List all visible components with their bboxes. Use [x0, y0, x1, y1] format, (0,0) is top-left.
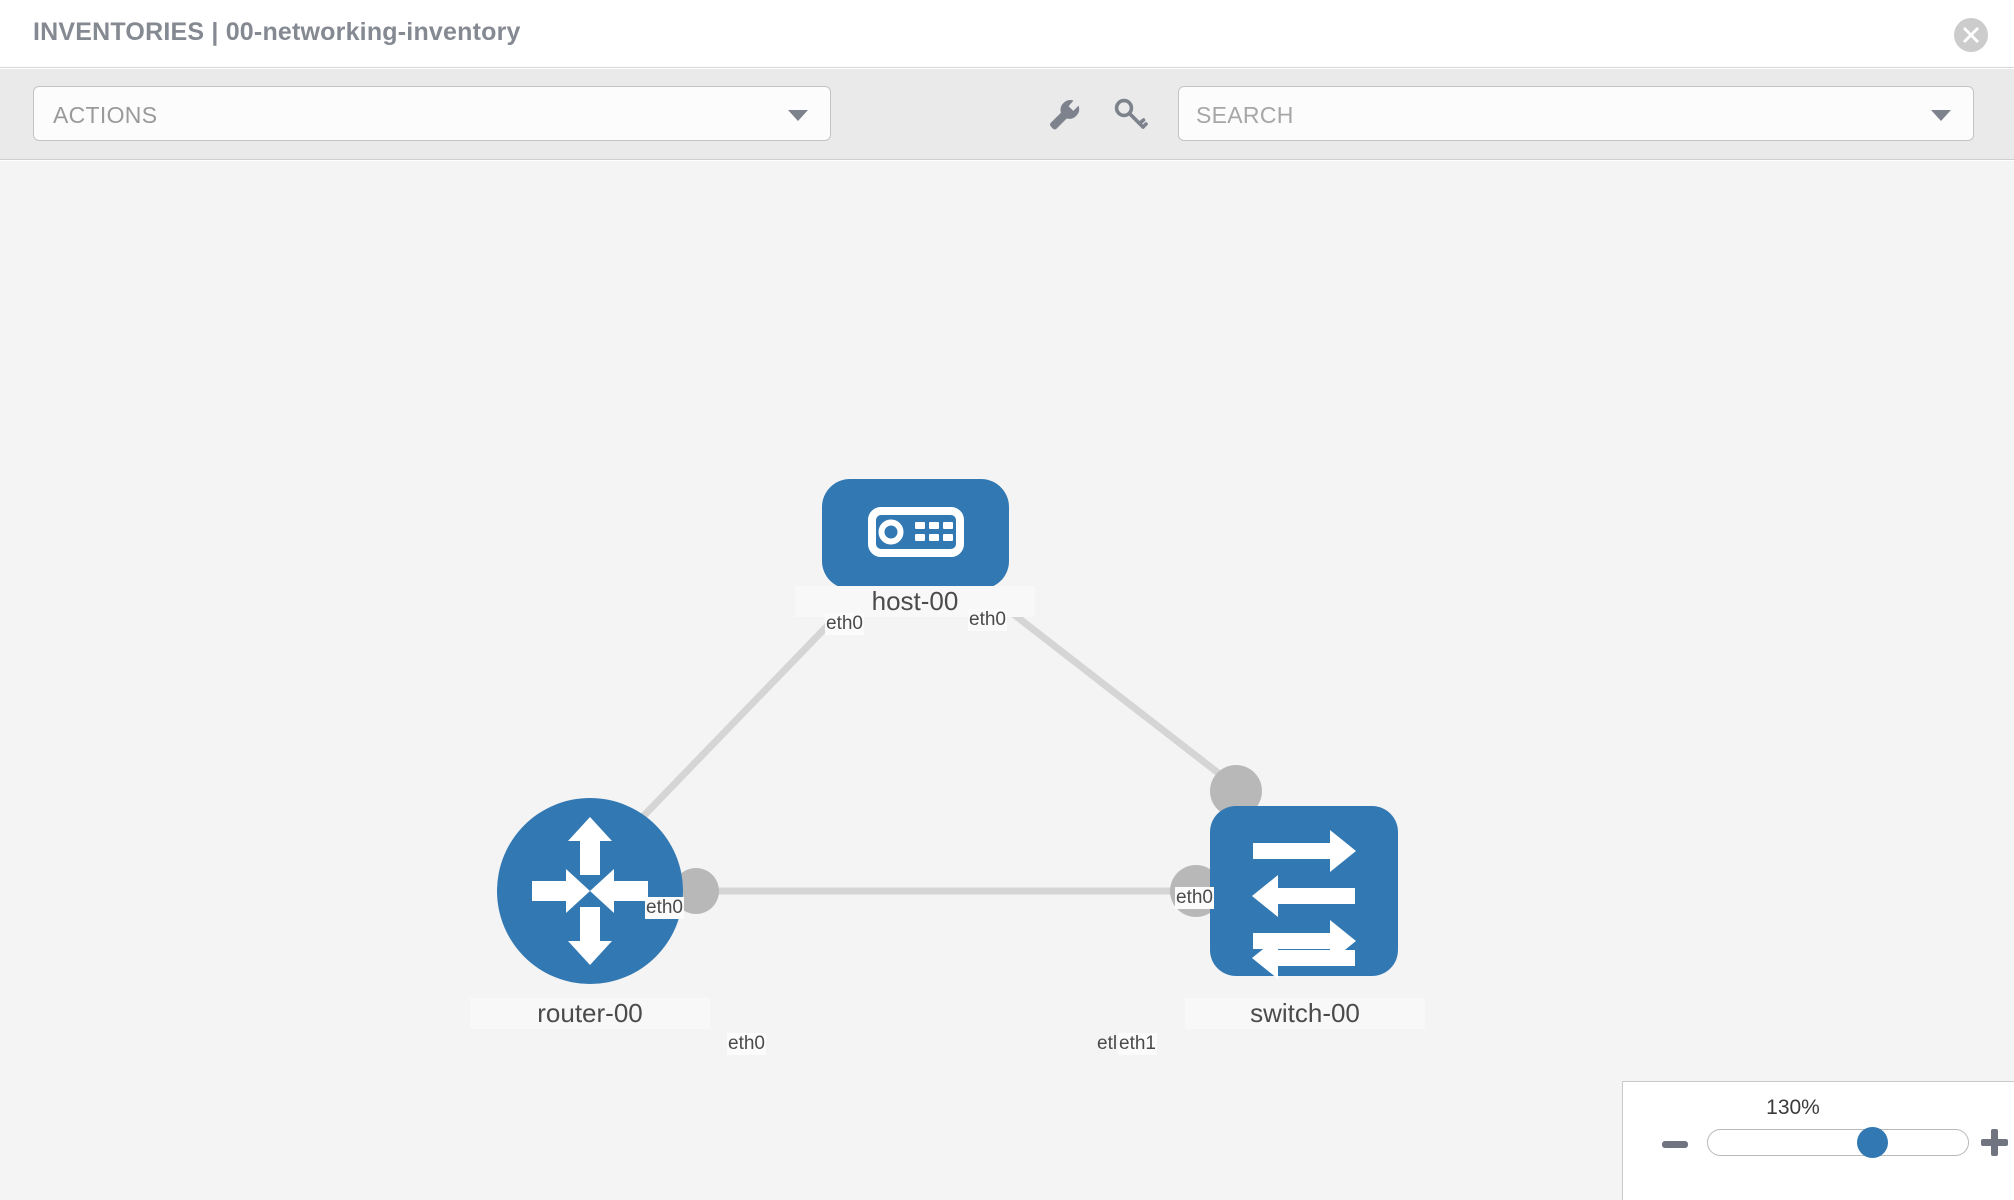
actions-dropdown-label: ACTIONS — [53, 102, 158, 128]
close-x-glyph — [1963, 27, 1979, 43]
node-label-host-00: host-00 — [795, 586, 1035, 617]
zoom-level-value: 130% — [1766, 1096, 1820, 1119]
key-glyph — [1114, 98, 1148, 129]
zoom-slider-thumb[interactable] — [1857, 1127, 1889, 1158]
title-bar: INVENTORIES | 00-networking-inventory — [0, 0, 2014, 68]
link-label-host-eth0-left: eth0 — [825, 613, 864, 635]
link-label-switch-eth0-up: eth0 — [1175, 887, 1214, 909]
node-router-00[interactable] — [497, 798, 683, 984]
chevron-down-icon — [788, 109, 808, 121]
zoom-out-button[interactable] — [1662, 1141, 1688, 1148]
link-label-switch-eth1: eth1 — [1118, 1033, 1157, 1055]
node-label-switch-00: switch-00 — [1185, 998, 1425, 1029]
link-label-router-eth0-right: eth0 — [727, 1033, 766, 1055]
key-icon[interactable] — [1110, 94, 1150, 134]
zoom-control-panel: 130% — [1622, 1081, 2014, 1200]
wrench-icon[interactable] — [1043, 94, 1083, 134]
zoom-in-button[interactable] — [1981, 1129, 2008, 1156]
topology-canvas[interactable]: host-00 router-00 switch-00 eth0 eth0 et… — [0, 161, 2014, 1200]
stub-switch-eth0[interactable] — [1210, 765, 1262, 817]
stub-router-eth0[interactable] — [673, 868, 719, 914]
switch-arrows-icon — [1252, 830, 1356, 979]
zoom-slider-track[interactable] — [1707, 1129, 1969, 1156]
router-arrows-icon — [532, 817, 648, 965]
link-label-host-eth0-right: eth0 — [968, 609, 1007, 631]
chevron-down-icon[interactable] — [1931, 109, 1951, 121]
search-input[interactable]: SEARCH — [1178, 86, 1974, 141]
node-switch-00[interactable] — [1210, 806, 1398, 979]
link-label-switch-overlap: etl — [1097, 1033, 1118, 1054]
topology-graph — [497, 479, 1398, 984]
link-label-router-eth0-up: eth0 — [645, 897, 684, 919]
search-placeholder: SEARCH — [1196, 102, 1294, 128]
host-node-shape[interactable] — [822, 479, 1009, 589]
server-icon — [868, 507, 964, 557]
wrench-glyph — [1050, 100, 1080, 130]
actions-dropdown[interactable]: ACTIONS — [33, 86, 831, 141]
close-icon[interactable] — [1954, 18, 1988, 52]
node-label-router-00: router-00 — [470, 998, 710, 1029]
page-title: INVENTORIES | 00-networking-inventory — [33, 18, 521, 46]
toolbar: ACTIONS SEARCH — [0, 69, 2014, 160]
node-host-00[interactable] — [822, 479, 1009, 589]
